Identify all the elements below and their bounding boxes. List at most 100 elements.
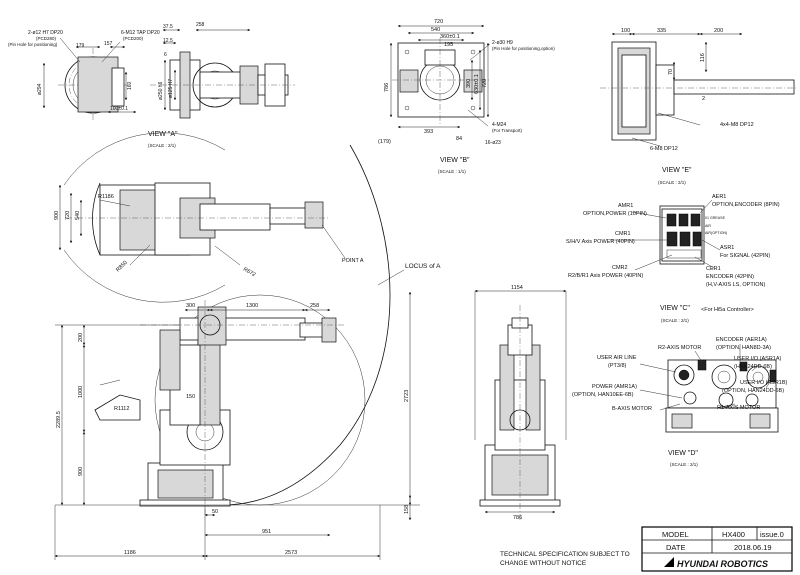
title-block: MODEL HX400 issue.0 DATE 2018.06.19 HYUN… (500, 526, 793, 572)
view-a-dim: 258 (196, 22, 205, 28)
view-e-dim: 200 (714, 28, 723, 34)
top-view-dim: R850 (115, 260, 129, 274)
view-c-cer1-desc2: (H,V-AXIS LS, OPTION) (706, 282, 765, 288)
view-c-cer1-desc: ENCODER (42PIN) (706, 274, 754, 280)
side-view-dim: 1000 (78, 386, 84, 398)
spec-note-line1: TECHNICAL SPECIFICATION SUBJECT TO (500, 551, 630, 558)
view-c-cmr2: CMR2 (612, 265, 628, 271)
view-a-title: VIEW "A" (148, 131, 178, 138)
view-c-title: VIEW "C" (660, 305, 690, 312)
view-c-amr1: AMR1 (618, 203, 633, 209)
top-view-dim: R672 (242, 267, 256, 279)
view-b-callout-pin-note: (Pin Hole for positioning,option) (492, 46, 555, 51)
hyundai-logo-icon (664, 557, 674, 567)
view-c-cmr1: CMR1 (615, 231, 631, 237)
view-a-scale: (SCALE : 2/1) (148, 143, 176, 148)
side-view-dim: R1112 (114, 406, 129, 412)
side-view-dim: 258 (310, 303, 319, 309)
view-b-dim: (179) (378, 139, 391, 145)
view-d-power: POWER (AMR1A) (592, 384, 637, 390)
side-view-dim: 1186 (124, 550, 136, 556)
view-a-callout-pin-sub: (PCD280) (36, 36, 57, 41)
side-view: 300 1300 258 200 1000 2289.5 900 R1112 1… (54, 291, 420, 560)
top-view-dim: 540 (75, 211, 81, 220)
view-b-title: VIEW "B" (440, 157, 470, 164)
view-a-dim: 100±0.1 (110, 106, 128, 112)
view-a-callout-tap: 6-M12 TAP DP20 (121, 30, 160, 36)
front-view-dim: 786 (513, 515, 522, 521)
side-view-dim: 200 (78, 333, 84, 342)
view-d-power-desc: (OPTION, HAN10EE-6B) (572, 392, 634, 398)
view-b-dim: 540 (431, 27, 440, 33)
top-view-dim: R1186 (98, 194, 114, 200)
side-view-dim: 2289.5 (56, 411, 62, 428)
side-view-dim: 150 (186, 394, 195, 400)
view-a-dim: 12.5 (163, 38, 173, 44)
view-d-user-io-a: USER I/O (ASR1A) (734, 356, 782, 362)
view-e: 100 335 200 116 70 2 4x4-M8 DP12 6-M8 DP… (600, 28, 798, 185)
view-c-scale: (SCALE : 2/1) (661, 318, 689, 323)
view-a-dim: 179 (76, 43, 85, 49)
view-b-dim: 720 (434, 19, 443, 25)
side-view-dim: 300 (186, 303, 195, 309)
locus-arc (221, 144, 391, 506)
view-b-dim: 360±0.1 (440, 34, 460, 40)
view-d-user-io-a-desc: (HAN24DD-6B) (734, 364, 772, 370)
view-b-callout-transport: 4-M24 (492, 122, 506, 128)
view-d-scale: (SCALE : 2/1) (670, 462, 698, 467)
view-c-aer1: AER1 (712, 194, 726, 200)
side-view-dim: 2573 (285, 550, 297, 556)
spec-note-line2: CHANGE WITHOUT NOTICE (500, 560, 587, 567)
view-c-asr1-desc: For SIGNAL (42PIN) (720, 253, 770, 259)
view-e-dim: 2 (702, 96, 705, 102)
view-c: AMR1 OPTION,POWER (10PIN) AER1 OPTION,EN… (566, 194, 780, 323)
view-d-encoder-desc: (OPTION, HAN8D-3A) (716, 345, 771, 351)
side-view-dim: 1300 (246, 303, 258, 309)
view-e-dim: 116 (700, 53, 706, 62)
view-d-air-line: USER AIR LINE (597, 355, 637, 361)
top-view-dim: 720 (65, 211, 71, 220)
view-d-air-line-desc: (PT3/8) (608, 363, 627, 369)
view-b-callout-holes: 16-ø23 (485, 140, 501, 146)
side-view-dim: 951 (262, 529, 271, 535)
locus-a-label: LOCUS of A (405, 263, 441, 270)
view-b-dim: 786 (384, 83, 390, 92)
model-value: HX400 (722, 530, 745, 539)
view-c-tag: AIR (705, 224, 711, 228)
view-b-callout-transport-note: (For Transport) (492, 128, 523, 133)
view-a-dim: 157 (104, 41, 113, 47)
view-a-dim: 6 (164, 52, 167, 58)
point-a-label: POINT A (342, 258, 364, 264)
view-e-callout-tap: 4x4-M8 DP12 (720, 122, 754, 128)
view-a-dim: 37.5 (163, 24, 173, 30)
view-b-scale: (SCALE : 1/1) (438, 169, 466, 174)
view-d-user-io-b: USER I/O (ASR1B) (740, 380, 788, 386)
view-a-callout-tap-sub: (PCD200) (123, 36, 144, 41)
view-d-r2-motor: R2-AXIS MOTOR (658, 345, 701, 351)
side-view-dim: 2723 (404, 390, 410, 402)
view-e-dim: 335 (657, 28, 666, 34)
front-view: 1154 786 (474, 285, 567, 521)
view-d: R2-AXIS MOTOR ENCODER (AER1A) (OPTION, H… (572, 337, 788, 467)
view-b-dim: 195 (444, 42, 453, 48)
view-a: 2-ø12 H7 DP20 (PCD280) (Pin Hole for pos… (8, 22, 295, 148)
view-c-aer1-desc: OPTION,ENCODER (8PIN) (712, 202, 780, 208)
view-d-title: VIEW "D" (668, 450, 698, 457)
view-a-callout-pin: 2-ø12 H7 DP20 (28, 30, 63, 36)
model-label: MODEL (662, 530, 689, 539)
view-c-tag: AIR(OPTION) (705, 231, 727, 235)
view-c-cmr1-desc: S/H/V Axis POWER (40PIN) (566, 239, 635, 245)
view-a-dim: ø125 H7 (168, 79, 174, 98)
front-view-dim: 1154 (511, 285, 523, 291)
view-b-dim: 630±0.1 (474, 74, 480, 94)
view-b-dim: 393 (424, 129, 433, 135)
view-d-r1-motor: R1-AXIS MOTOR (717, 405, 760, 411)
view-a-dim: ø250 h6 (158, 81, 164, 100)
view-b-callout-pin: 2-ø30 H9 (492, 40, 513, 46)
date-value: 2018.06.19 (734, 543, 772, 552)
view-a-dim: ø294 (37, 83, 43, 95)
view-b-dim: 84 (456, 136, 462, 142)
view-e-dim: 70 (668, 69, 674, 75)
date-label: DATE (666, 543, 685, 552)
